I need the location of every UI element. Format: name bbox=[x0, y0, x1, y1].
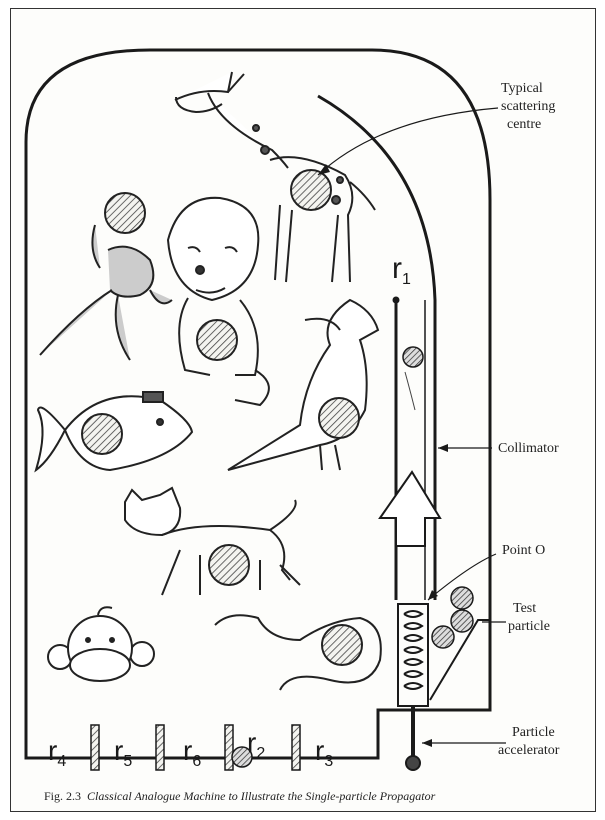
monkey-face-scatterer bbox=[48, 607, 154, 681]
label-accel-1: Particle bbox=[512, 725, 555, 740]
spring-launcher bbox=[398, 604, 428, 770]
region-r1: r1 bbox=[392, 252, 411, 288]
monkey-scatterer bbox=[40, 193, 172, 360]
label-test-2: particle bbox=[508, 619, 550, 634]
test-particles bbox=[430, 587, 490, 700]
region-r5: r5 bbox=[114, 735, 132, 770]
caption-text: Classical Analogue Machine to Illustrate… bbox=[87, 789, 436, 803]
cat-scatterer bbox=[125, 488, 300, 595]
label-scattering-2: scattering bbox=[501, 99, 555, 114]
snake-scatterer bbox=[215, 615, 381, 690]
region-r2: r2 bbox=[247, 727, 265, 762]
region-r6: r6 bbox=[183, 735, 201, 770]
direction-arrow bbox=[380, 472, 440, 546]
caption-number: Fig. 2.3 bbox=[44, 789, 81, 803]
label-scattering-1: Typical bbox=[501, 81, 543, 96]
label-collimator: Collimator bbox=[498, 441, 559, 456]
region-r3: r3 bbox=[315, 735, 333, 770]
label-scattering-3: centre bbox=[507, 117, 541, 132]
label-accel-2: accelerator bbox=[498, 743, 560, 758]
figure-caption: Fig. 2.3 Classical Analogue Machine to Il… bbox=[44, 789, 436, 803]
label-test-1: Test bbox=[513, 601, 536, 616]
particle-in-flight bbox=[403, 347, 423, 367]
lion-scatterer bbox=[168, 198, 269, 405]
bird-scatterer bbox=[228, 300, 378, 470]
fish-scatterer bbox=[36, 392, 192, 470]
region-r4: r4 bbox=[48, 735, 66, 770]
label-point-o: Point O bbox=[502, 543, 545, 558]
